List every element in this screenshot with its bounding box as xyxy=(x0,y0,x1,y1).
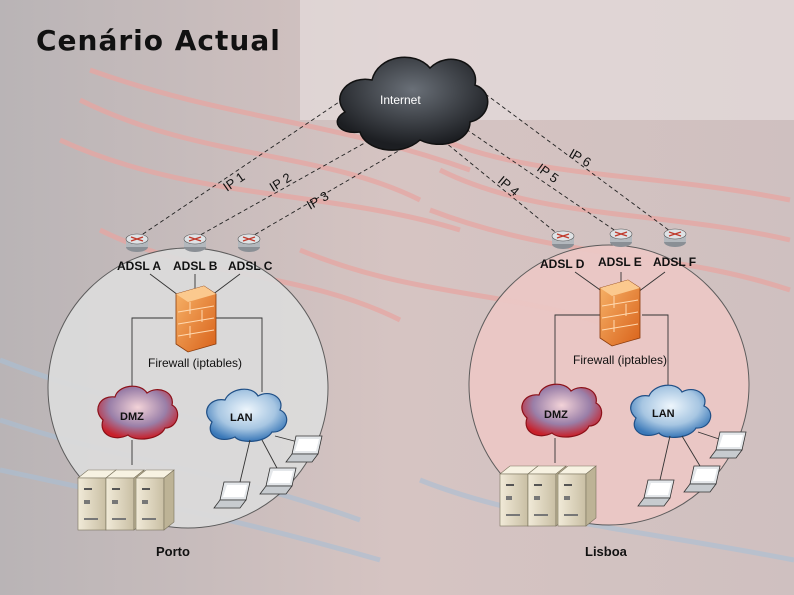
router-icon xyxy=(663,228,687,247)
link-label-ip4: IP 4 xyxy=(495,173,522,199)
internet-label: Internet xyxy=(380,93,421,107)
router-label-adsl-b: ADSL B xyxy=(173,259,218,273)
wan-links xyxy=(136,89,675,239)
laptop-icon xyxy=(213,481,251,509)
router-icon xyxy=(125,233,149,252)
router-label-adsl-e: ADSL E xyxy=(598,255,642,269)
dmz-cloud: DMZ xyxy=(521,383,603,438)
laptop-icon xyxy=(285,435,323,463)
firewall-icon xyxy=(599,279,641,347)
lan-label: LAN xyxy=(652,408,675,420)
router-icon xyxy=(183,233,207,252)
link-label-ip5: IP 5 xyxy=(534,160,561,186)
router-icon xyxy=(237,233,261,252)
site-lisboa: ADSL D ADSL E ADSL F Firewall (iptables) xyxy=(499,228,747,559)
router-label-adsl-c: ADSL C xyxy=(228,259,273,273)
dmz-label: DMZ xyxy=(544,409,568,421)
internet-cloud: Internet xyxy=(336,56,489,151)
laptop-icon xyxy=(259,467,297,495)
firewall-label-lisboa: Firewall (iptables) xyxy=(573,353,667,367)
site-label-porto: Porto xyxy=(156,544,190,559)
router-icon xyxy=(551,230,575,249)
link-label-ip1: IP 1 xyxy=(220,169,247,194)
link-label-ip2: IP 2 xyxy=(267,170,294,195)
site-label-lisboa: Lisboa xyxy=(585,544,628,559)
laptop-icon xyxy=(637,479,675,507)
lan-cloud: LAN xyxy=(630,384,712,438)
page-title: Cenário Actual xyxy=(36,24,281,57)
dmz-label: DMZ xyxy=(120,411,144,423)
dmz-cloud: DMZ xyxy=(97,385,179,440)
link-label-ip6: IP 6 xyxy=(567,146,594,170)
router-label-adsl-a: ADSL A xyxy=(117,259,161,273)
laptop-icon xyxy=(709,431,747,459)
router-label-adsl-d: ADSL D xyxy=(540,257,585,271)
laptop-icon xyxy=(683,465,721,493)
site-porto: ADSL A ADSL B ADSL C Firewall (iptables xyxy=(77,233,323,559)
lan-cloud: LAN xyxy=(206,388,288,442)
server-icon xyxy=(557,465,597,527)
firewall-icon xyxy=(175,285,217,353)
link-label-ip3: IP 3 xyxy=(304,188,331,212)
firewall-label-porto: Firewall (iptables) xyxy=(148,356,242,370)
router-icon xyxy=(609,228,633,247)
site-lisboa-zone xyxy=(468,244,750,526)
router-label-adsl-f: ADSL F xyxy=(653,255,696,269)
server-icon xyxy=(135,469,175,531)
lan-label: LAN xyxy=(230,412,253,424)
